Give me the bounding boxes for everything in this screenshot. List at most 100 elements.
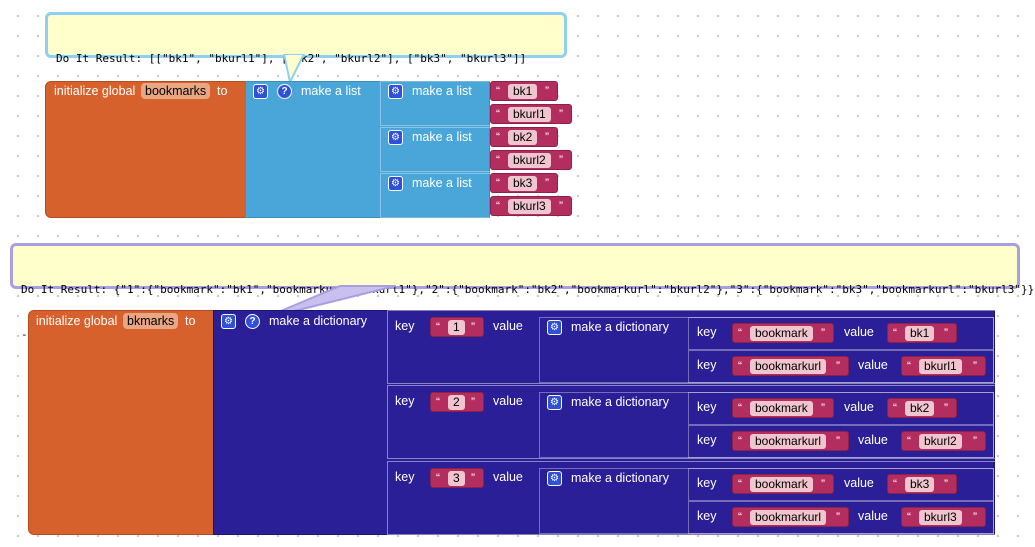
inner-pair-block[interactable]	[688, 350, 994, 383]
text-block[interactable]: “bkurl1”	[901, 356, 986, 376]
inner-list-block-1[interactable]	[380, 81, 492, 126]
global-variable-name[interactable]: bkmarks	[123, 313, 179, 329]
value-label: value	[493, 470, 523, 484]
help-icon[interactable]: ?	[277, 84, 292, 99]
inner-pair-block[interactable]	[688, 317, 994, 350]
text-block[interactable]: “bk1”	[887, 323, 957, 343]
text-value: bookmarkurl	[750, 510, 827, 525]
text-block[interactable]: “1”	[430, 317, 484, 337]
value-label: value	[858, 509, 888, 523]
global-variable-name[interactable]: bookmarks	[141, 83, 211, 99]
inner-make-a-list-label: make a list	[412, 130, 472, 144]
text-value: bk3	[905, 477, 935, 492]
pair-block[interactable]	[387, 385, 1004, 459]
text-value: bkurl2	[508, 153, 551, 168]
text-block[interactable]: “bk2”	[490, 127, 558, 147]
do-it-result-bubble-list: Do It Result: [["bk1", "bkurl1"], ["bk2"…	[45, 12, 567, 110]
gear-icon[interactable]: ⚙	[388, 84, 403, 99]
value-label: value	[493, 394, 523, 408]
text-block[interactable]: “3”	[430, 468, 484, 488]
key-label: key	[697, 433, 717, 447]
text-block[interactable]: “bookmark”	[732, 398, 834, 418]
inner-make-a-dictionary-label: make a dictionary	[571, 471, 669, 485]
key-label: key	[395, 319, 415, 333]
text-block[interactable]: “bk3”	[887, 474, 957, 494]
value-label: value	[844, 400, 874, 414]
pair-block[interactable]	[387, 461, 1004, 535]
inner-pair-block[interactable]	[688, 501, 994, 534]
make-a-dictionary-block[interactable]	[213, 310, 995, 535]
inner-pair-block[interactable]	[688, 425, 994, 458]
text-block[interactable]: “bookmark”	[732, 474, 834, 494]
bubble-result-text: Do It Result: {"1":{"bookmark":"bk1","bo…	[21, 283, 1035, 296]
key-label: key	[697, 476, 717, 490]
key-label: key	[395, 394, 415, 408]
text-block[interactable]: “bk2”	[887, 398, 957, 418]
inner-dictionary-block[interactable]	[539, 317, 994, 383]
text-value: bkurl1	[508, 107, 551, 122]
text-value: bk2	[905, 401, 935, 416]
gear-icon[interactable]: ⚙	[547, 320, 562, 335]
text-block[interactable]: “bookmarkurl”	[732, 507, 849, 527]
text-value: bkurl3	[508, 199, 551, 214]
key-label: key	[697, 358, 717, 372]
bubble-result-text: Do It Result: [["bk1", "bkurl1"], ["bk2"…	[56, 52, 527, 65]
initialize-global-block[interactable]	[45, 81, 250, 218]
inner-pair-block[interactable]	[688, 468, 994, 501]
initialize-global-block[interactable]	[28, 310, 220, 535]
key-label: key	[697, 400, 717, 414]
text-value: bookmark	[750, 326, 813, 341]
to-label: to	[185, 314, 196, 328]
init-global-label: initialize global	[54, 84, 136, 98]
gear-icon[interactable]: ⚙	[388, 176, 403, 191]
text-value: 3	[448, 471, 465, 486]
inner-make-a-dictionary-label: make a dictionary	[571, 320, 669, 334]
text-block[interactable]: “bookmarkurl”	[732, 431, 849, 451]
make-a-dictionary-label: make a dictionary	[269, 314, 367, 328]
inner-dictionary-block[interactable]	[539, 392, 994, 458]
text-block[interactable]: “bkurl1”	[490, 104, 572, 124]
value-label: value	[858, 433, 888, 447]
inner-list-block-3[interactable]	[380, 173, 492, 218]
text-value: bkurl1	[919, 359, 962, 374]
text-value: bk2	[508, 130, 538, 145]
text-value: bk3	[508, 176, 538, 191]
text-value: bk1	[905, 326, 935, 341]
inner-list-block-2[interactable]	[380, 127, 492, 172]
inner-make-a-list-label: make a list	[412, 176, 472, 190]
text-block[interactable]: “bookmarkurl”	[732, 356, 849, 376]
value-label: value	[844, 476, 874, 490]
inner-pair-block[interactable]	[688, 392, 994, 425]
text-value: bkurl2	[919, 434, 962, 449]
text-block[interactable]: “bkurl2”	[490, 150, 572, 170]
key-label: key	[697, 325, 717, 339]
text-value: 2	[448, 395, 465, 410]
text-block[interactable]: “bkurl2”	[901, 431, 986, 451]
do-it-result-bubble-dictionary: Do It Result: {"1":{"bookmark":"bk1","bo…	[10, 243, 1034, 341]
text-block[interactable]: “bkurl3”	[490, 196, 572, 216]
gear-icon[interactable]: ⚙	[547, 395, 562, 410]
inner-dictionary-block[interactable]	[539, 468, 994, 534]
key-label: key	[697, 509, 717, 523]
text-block[interactable]: “bkurl3”	[901, 507, 986, 527]
key-label: key	[395, 470, 415, 484]
help-icon[interactable]: ?	[245, 314, 260, 329]
gear-icon[interactable]: ⚙	[253, 84, 268, 99]
value-label: value	[844, 325, 874, 339]
inner-make-a-dictionary-label: make a dictionary	[571, 395, 669, 409]
value-label: value	[858, 358, 888, 372]
gear-icon[interactable]: ⚙	[547, 471, 562, 486]
text-value: bookmarkurl	[750, 359, 827, 374]
make-a-list-block[interactable]	[245, 81, 490, 218]
text-value: bkurl3	[919, 510, 962, 525]
text-value: bookmark	[750, 401, 813, 416]
text-block[interactable]: “bk1”	[490, 81, 558, 101]
text-block[interactable]: “bk3”	[490, 173, 558, 193]
pair-block[interactable]	[387, 310, 1004, 384]
value-label: value	[493, 319, 523, 333]
text-block[interactable]: “bookmark”	[732, 323, 834, 343]
to-label: to	[217, 84, 228, 98]
gear-icon[interactable]: ⚙	[388, 130, 403, 145]
gear-icon[interactable]: ⚙	[221, 314, 236, 329]
text-block[interactable]: “2”	[430, 392, 484, 412]
